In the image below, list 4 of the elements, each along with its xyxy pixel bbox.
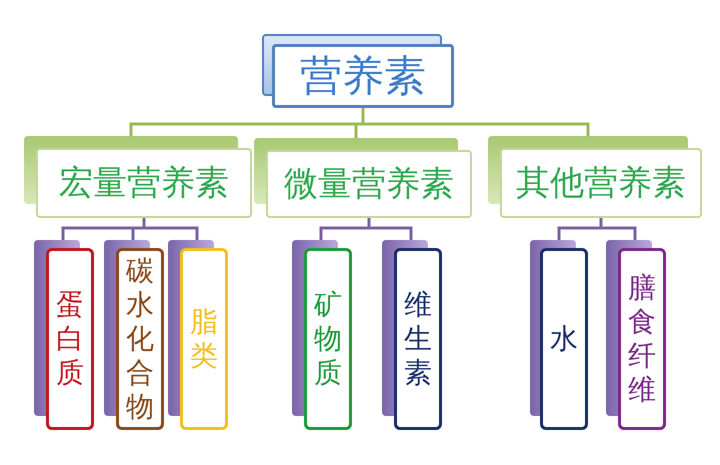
- connector-line: [362, 108, 590, 136]
- connector-line: [600, 218, 636, 240]
- connector-line: [368, 218, 412, 240]
- connector-line: [142, 218, 198, 240]
